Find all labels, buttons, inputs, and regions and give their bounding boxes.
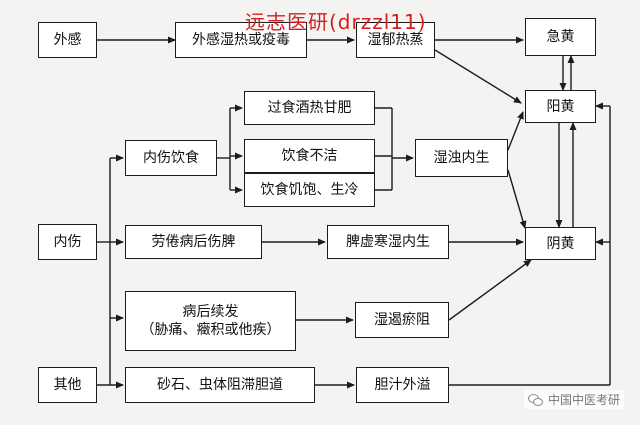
node-jihuang: 急黄 bbox=[525, 18, 596, 56]
node-neishang-yinshi: 内伤饮食 bbox=[125, 140, 217, 176]
node-yinhuang: 阴黄 bbox=[525, 227, 596, 260]
node-waigan: 外感 bbox=[38, 22, 97, 58]
wechat-icon bbox=[527, 393, 544, 406]
node-shashi-chongti: 砂石、虫体阻滞胆道 bbox=[125, 367, 315, 403]
node-waigan-shire-yidu: 外感湿热或疫毒 bbox=[175, 22, 307, 58]
node-guoshi-jiure-ganfei: 过食酒热甘肥 bbox=[244, 91, 375, 125]
footer-label: 中国中医考研 bbox=[547, 393, 620, 407]
watermark-text: 远志医研(drzzl11) bbox=[245, 10, 427, 34]
node-neishang: 内伤 bbox=[38, 224, 97, 260]
node-yanghuang: 阳黄 bbox=[525, 90, 596, 123]
node-shizhuo-neisheng: 湿浊内生 bbox=[415, 139, 508, 177]
node-yinshi-bujie: 饮食不洁 bbox=[244, 139, 375, 173]
node-binghou-xufa-line1: 病后续发 bbox=[182, 304, 239, 320]
node-binghou-xufa-line2: （胁痛、癥积或他疾） bbox=[140, 322, 281, 338]
node-danzhi-waiyi: 胆汁外溢 bbox=[356, 367, 449, 403]
node-binghou-xufa: 病后续发 （胁痛、癥积或他疾） bbox=[125, 291, 296, 351]
node-qita: 其他 bbox=[38, 367, 97, 403]
footer-source: 中国中医考研 bbox=[523, 390, 624, 409]
node-shiyu-rezheng: 湿郁热蒸 bbox=[356, 22, 435, 58]
node-shie-yuzu: 湿遏瘀阻 bbox=[355, 302, 449, 338]
node-laojuan-binghou-shangpi: 劳倦病后伤脾 bbox=[125, 225, 262, 259]
node-pixu-hanshi-neisheng: 脾虚寒湿内生 bbox=[327, 225, 449, 259]
node-yinshi-jibao-shengleng: 饮食饥饱、生冷 bbox=[244, 173, 375, 207]
